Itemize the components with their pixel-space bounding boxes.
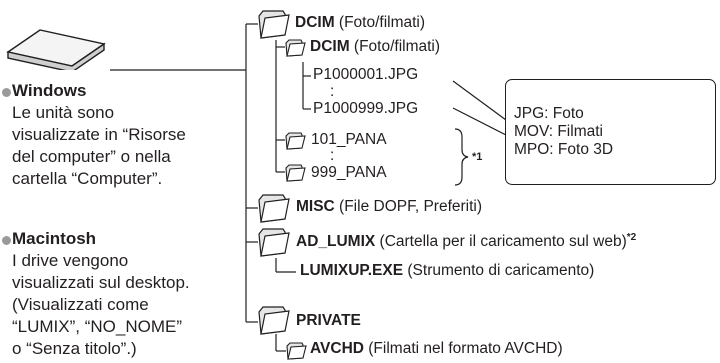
folder-icon	[286, 342, 307, 360]
windows-line: cartella “Computer”.	[12, 169, 163, 188]
windows-line: Le unità sono	[12, 103, 115, 122]
mac-line: o “Senza titolo”.)	[12, 339, 137, 358]
mac-heading: Macintosh	[12, 229, 97, 248]
ad-lumix-folder-label: AD_LUMIX (Cartella per il caricamento su…	[296, 231, 637, 250]
file-ellipsis: :	[330, 83, 335, 100]
windows-line: del computer” o nella	[12, 147, 171, 166]
dcim-folder-label: DCIM (Foto/filmati)	[295, 14, 426, 31]
folder-icon	[285, 39, 306, 57]
mac-line: I drive vengono	[12, 251, 129, 270]
folder-icon	[285, 164, 306, 182]
avchd-folder-label: AVCHD (Filmati nel formato AVCHD)	[310, 340, 563, 357]
windows-line: visualizzate in “Risorse	[12, 125, 186, 144]
windows-bullet	[2, 88, 11, 97]
mac-line: visualizzati sul desktop.	[12, 273, 190, 292]
windows-heading: Windows	[12, 81, 87, 100]
file-last-label: P1000999.JPG	[313, 100, 419, 117]
pana-ellipsis: :	[330, 147, 335, 164]
folder-icon	[258, 194, 290, 223]
callout-line: MOV: Filmati	[514, 123, 603, 140]
folder-icon	[258, 228, 290, 257]
misc-folder-label: MISC (File DOPF, Preferiti)	[296, 198, 483, 215]
folder-icon	[258, 306, 290, 335]
pana-last-label: 999_PANA	[311, 164, 387, 181]
dcim-subfolder-label: DCIM (Foto/filmati)	[310, 38, 441, 55]
folder-icon	[285, 132, 306, 150]
mac-bullet	[2, 236, 11, 245]
folder-icon	[258, 10, 290, 39]
file-first-label: P1000001.JPG	[313, 66, 419, 83]
file-type-callout	[505, 79, 716, 185]
pana-first-label: 101_PANA	[311, 131, 387, 148]
footnote-1: *1	[472, 151, 483, 163]
private-folder-label: PRIVATE	[296, 312, 361, 329]
callout-line: JPG: Foto	[514, 105, 584, 122]
callout-line: MPO: Foto 3D	[514, 141, 614, 158]
mac-line: (Visualizzati come	[12, 295, 149, 314]
lumixup-file-label: LUMIXUP.EXE (Strumento di caricamento)	[300, 262, 595, 279]
usb-drive-icon	[6, 29, 106, 70]
mac-line: “LUMIX”, “NO_NOME”	[12, 317, 182, 336]
footnote-2: *2	[626, 231, 637, 243]
